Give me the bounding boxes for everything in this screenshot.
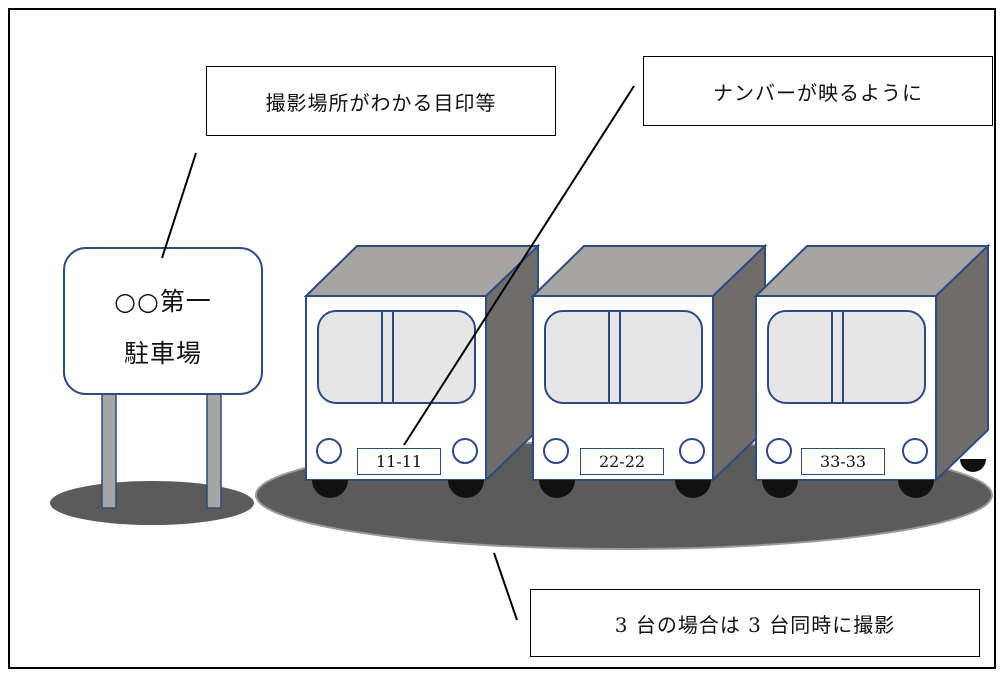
bus-1-headlight-left (316, 438, 342, 464)
callout-number-plate: ナンバーが映るように (643, 56, 993, 126)
bus-1-wheel-right (448, 480, 484, 498)
sign-post-right (206, 391, 222, 509)
sign-post-left (101, 391, 117, 509)
bus-2-headlight-right (679, 438, 705, 464)
bus-2-number-plate: 22-22 (580, 448, 664, 475)
bus-3-headlight-left (766, 438, 792, 464)
bus-3-wheel-right (898, 480, 934, 498)
bus-2 (530, 243, 768, 498)
bus-3-wheel-left (762, 480, 798, 498)
bus-1-number-plate: 11-11 (357, 448, 441, 475)
bus-2-wheel-right (675, 480, 711, 498)
bus-2-wheel-left (539, 480, 575, 498)
callout-landmark: 撮影場所がわかる目印等 (206, 66, 556, 136)
leader-line-number (403, 85, 635, 446)
sign-ground-shadow (50, 481, 254, 525)
callout-three-buses: 3 台の場合は 3 台同時に撮影 (530, 589, 980, 657)
bus-2-headlight-left (543, 438, 569, 464)
parking-sign (63, 247, 263, 509)
sign-board (63, 247, 263, 395)
bus-1-wheel-left (312, 480, 348, 498)
bus-3-headlight-right (902, 438, 928, 464)
sign-text-line2: 駐車場 (123, 339, 202, 368)
bus-3-wheel-rear (960, 459, 986, 472)
leader-line-three (493, 552, 518, 621)
bus-3-number-plate: 33-33 (801, 448, 885, 475)
bus-2-window (544, 310, 703, 404)
bus-3 (753, 243, 991, 498)
bus-3-window (767, 310, 926, 404)
sign-text-line1: ○○第一 (114, 287, 212, 316)
bus-1-window (317, 310, 476, 404)
leader-line-landmark (161, 152, 197, 259)
bus-1-headlight-right (452, 438, 478, 464)
